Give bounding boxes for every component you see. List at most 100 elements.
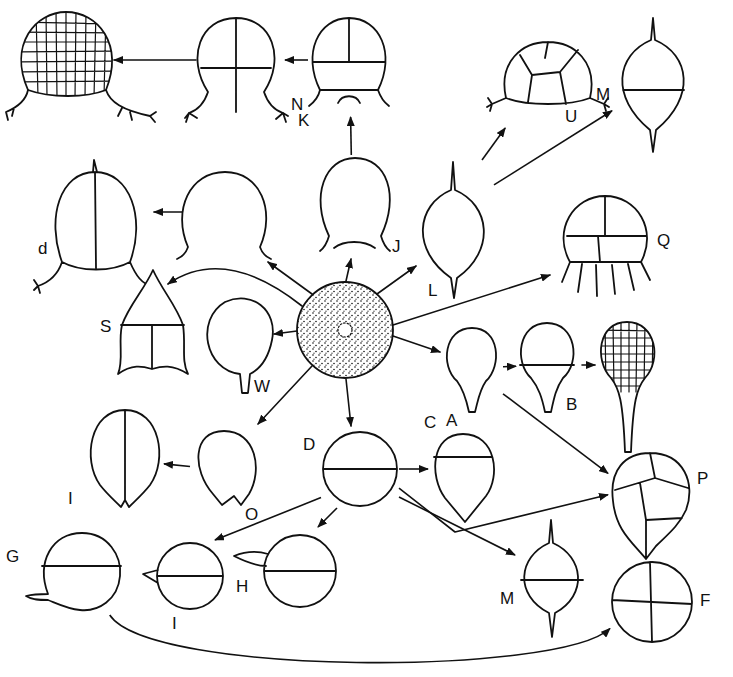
stage-letter: I	[68, 490, 73, 508]
rhizoids	[6, 90, 156, 122]
spore-stage: B	[516, 320, 580, 416]
stage-letter: M	[596, 86, 610, 104]
spore-centre	[338, 323, 352, 337]
stage-letter: O	[245, 506, 258, 524]
development-arrow	[164, 464, 190, 467]
cell-outline-path	[320, 158, 390, 251]
multicellular-germling	[595, 320, 660, 452]
spore-stage: I	[88, 407, 164, 512]
cell-outline-path	[612, 562, 692, 642]
cell-outline	[608, 450, 694, 562]
stage-letter: J	[392, 238, 401, 256]
cell-outline	[232, 527, 338, 615]
cell-outline-path	[434, 434, 494, 522]
stage-letter: S	[100, 318, 111, 336]
cell-outline-path	[143, 543, 223, 609]
cell-outline	[318, 155, 392, 255]
cell-outline	[34, 160, 156, 298]
stage-letter: L	[428, 282, 437, 300]
cell-outline	[515, 518, 587, 642]
cell-outline	[558, 192, 653, 302]
stage-letter: W	[254, 378, 270, 396]
development-arrow	[399, 488, 608, 532]
spore-stage: P	[608, 450, 694, 562]
cell-outline	[88, 407, 164, 512]
spore-stage: F	[610, 560, 694, 644]
cell-outline	[321, 430, 399, 508]
development-arrow	[110, 615, 610, 663]
germling-outline	[601, 322, 654, 452]
cell-walls	[595, 320, 660, 392]
cell-walls	[10, 10, 120, 98]
cell-outline-path	[521, 520, 583, 637]
spore-stage: Q	[558, 192, 653, 302]
germling-outline	[177, 172, 271, 259]
cell-outline	[612, 15, 696, 155]
cell-outline-path	[447, 328, 496, 412]
spore-stage: I	[140, 540, 227, 612]
spore-stage: G	[22, 530, 124, 615]
stage-letter: I	[172, 615, 177, 633]
cell-outline-path	[118, 270, 188, 374]
stage-letter: B	[566, 396, 577, 414]
development-arrow	[285, 59, 308, 61]
cell-outline	[610, 560, 694, 644]
spore-circle	[297, 282, 393, 378]
stage-letter: G	[6, 548, 19, 566]
spore-stage: W	[198, 292, 274, 396]
stage-letter: K	[298, 112, 309, 130]
cell-outline	[115, 268, 191, 378]
cell-outline	[412, 160, 494, 300]
cell-outline-path	[26, 533, 121, 610]
spore-stage: C	[428, 432, 500, 524]
cell-outline-path	[91, 410, 160, 507]
spore-stage: D	[321, 430, 399, 508]
stage-letter: H	[236, 578, 248, 596]
cell-outline	[185, 15, 285, 135]
spore-stage: d	[34, 160, 156, 298]
cell-outline-path	[198, 431, 255, 505]
spore-stage: H	[232, 527, 338, 615]
cell-outline	[428, 432, 500, 524]
development-arrow	[503, 365, 516, 367]
stage-letter: C	[424, 414, 436, 432]
cell-outline-path	[34, 160, 157, 293]
cell-outline-path	[562, 196, 650, 296]
development-arrows	[114, 60, 595, 426]
spore-stage: L	[412, 160, 494, 300]
cell-outline	[443, 325, 503, 417]
cell-outline-path	[423, 162, 484, 298]
spore-stage: J	[318, 155, 392, 255]
stage-letter: F	[700, 592, 710, 610]
cell-outline	[140, 540, 227, 612]
spore-stage: K	[308, 15, 390, 117]
spore-stage: O	[190, 428, 262, 520]
spore-stage: M	[612, 15, 696, 155]
spore-stage: N	[185, 15, 285, 135]
spore-stage: U	[488, 38, 606, 128]
cell-outline-path	[520, 323, 574, 412]
cell-outline-path	[487, 42, 609, 111]
multicellular-thallus	[6, 10, 156, 122]
stage-letter: Q	[657, 232, 670, 250]
cell-outline	[488, 38, 606, 128]
stage-letter: A	[446, 412, 457, 430]
development-arrow	[494, 111, 612, 185]
spore-stage: A	[443, 325, 503, 417]
cell-outline-path	[622, 18, 684, 152]
stage-letter: P	[697, 470, 708, 488]
cell-outline-path	[309, 18, 389, 106]
cell-outline-path	[323, 432, 397, 506]
development-arrow	[318, 508, 337, 527]
cell-outline	[22, 530, 124, 615]
cell-outline-path	[185, 18, 288, 122]
cell-outline-path	[234, 535, 336, 607]
cell-outline	[308, 15, 390, 117]
stage-letter: D	[303, 436, 315, 454]
development-arrow	[482, 128, 505, 160]
stage-letter: M	[500, 590, 514, 608]
stage-letter: U	[565, 108, 577, 126]
stage-letter: d	[38, 240, 47, 258]
development-arrow	[215, 498, 321, 540]
